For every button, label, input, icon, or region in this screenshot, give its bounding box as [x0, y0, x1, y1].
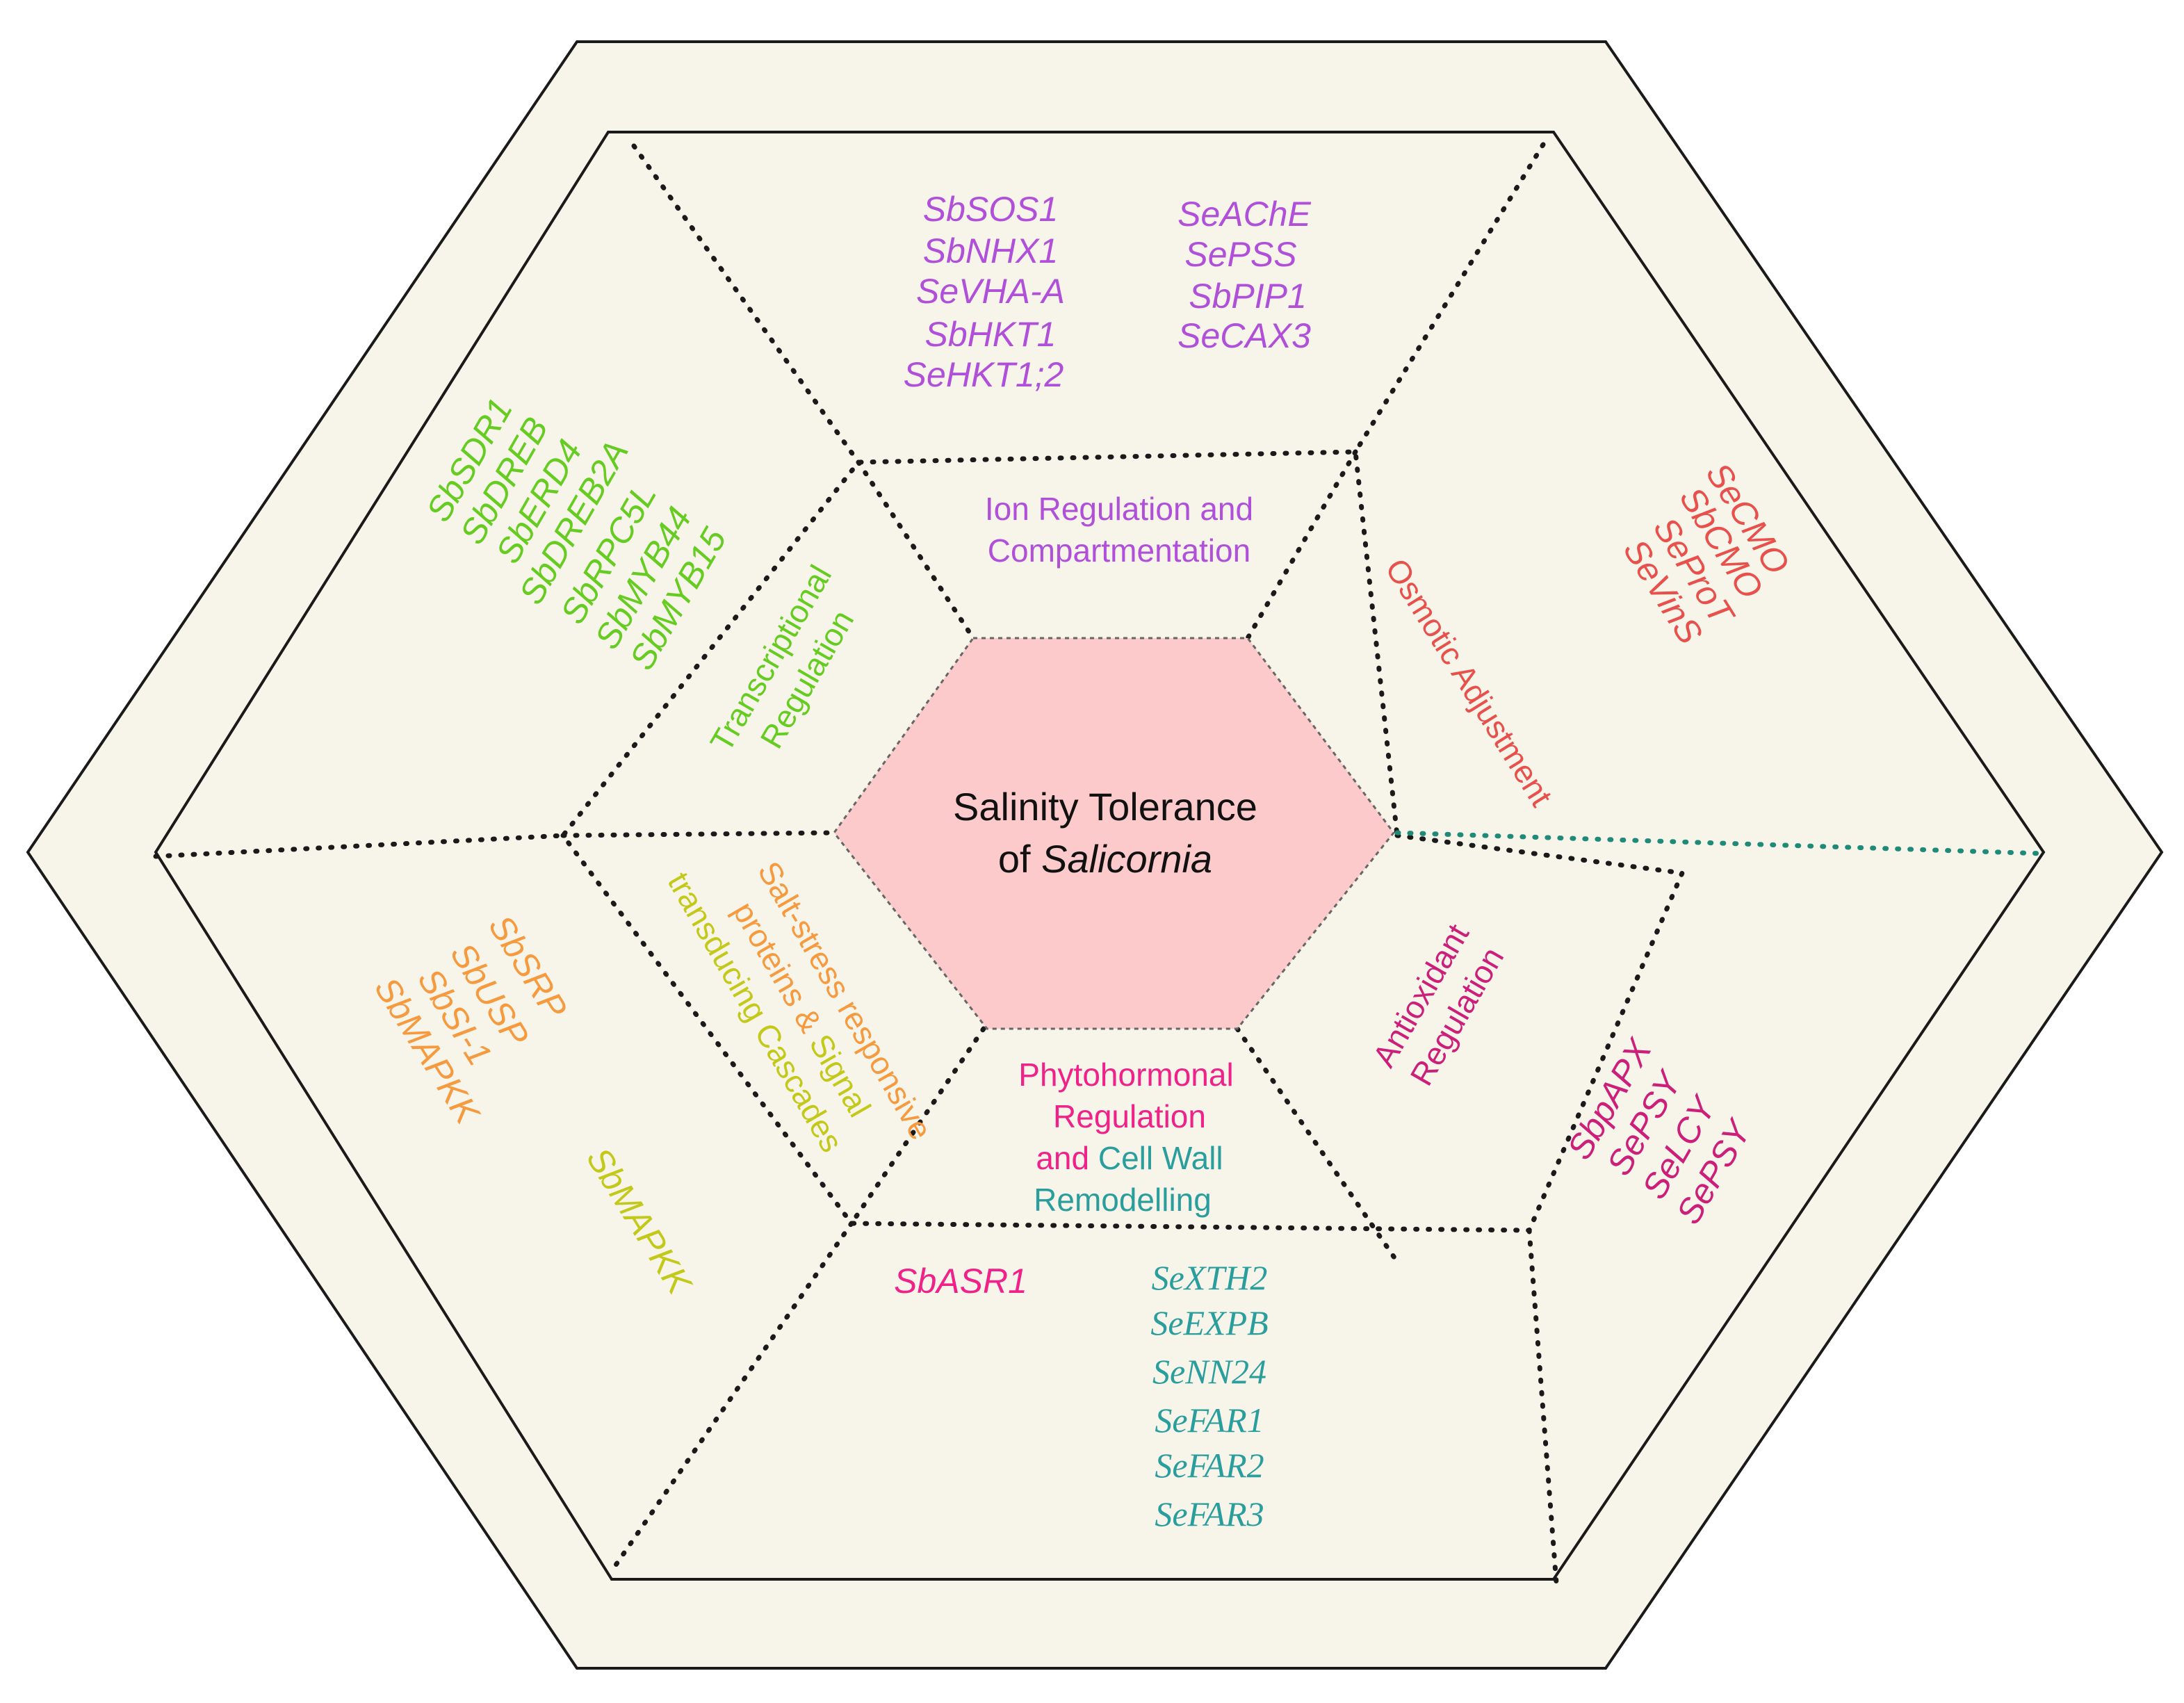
connector-bottom-right	[1234, 1026, 1400, 1264]
gene: SeFAR1	[1155, 1401, 1264, 1440]
middle-ring	[560, 449, 1686, 1233]
connector-top-left	[856, 459, 976, 641]
gene: SeFAR3	[1155, 1494, 1264, 1533]
gene: SeHKT1;2	[904, 355, 1064, 394]
gene: SeVHA-A	[916, 272, 1065, 311]
spoke-top-left	[631, 143, 861, 465]
transcriptional-genes: SbSDR1 SbDREB SbERD4 SbDREB2A SbRPC5L Sb…	[418, 391, 734, 676]
phytohormonal-label-line1: Phytohormonal	[1018, 1057, 1233, 1093]
gene: SeAChE	[1177, 195, 1311, 234]
center-subtitle-prefix: of	[998, 837, 1041, 881]
center-hexagon	[833, 637, 1395, 1030]
phytohormonal-label-line3: and Cell Wall	[1036, 1140, 1223, 1176]
gene: SeNN24	[1152, 1352, 1266, 1391]
connector-left	[560, 830, 837, 838]
spoke-bottom-left	[609, 1221, 854, 1574]
center-subtitle: of Salicornia	[998, 837, 1212, 881]
gene: SbPIP1	[1189, 277, 1307, 316]
phytohormonal-category-label: Phytohormonal Regulation and Cell Wall R…	[1018, 1057, 1233, 1218]
spoke-left	[153, 833, 566, 859]
ion-label-line1: Ion Regulation and	[985, 491, 1253, 527]
ion-genes-left: SbSOS1 SbNHX1 SeVHA-A SbHKT1 SeHKT1;2	[904, 190, 1065, 394]
gene: SeEXPB	[1150, 1303, 1268, 1342]
ion-genes-right: SeAChE SePSS SbPIP1 SeCAX3	[1177, 195, 1311, 355]
spoke-top-right	[1353, 142, 1546, 455]
ion-category-label: Ion Regulation and Compartmentation	[985, 491, 1253, 569]
center-title-line1: Salinity Tolerance	[953, 785, 1257, 829]
cell-wall-genes: SeXTH2 SeEXPB SeNN24 SeFAR1 SeFAR2 SeFAR…	[1150, 1258, 1268, 1533]
spoke-bottom-right	[1526, 1228, 1560, 1595]
phytohormonal-label-line2: Regulation	[1053, 1098, 1206, 1134]
connector-top-right	[1245, 449, 1358, 641]
cellwall-label-line4: Remodelling	[1034, 1182, 1212, 1218]
phytohormonal-genes: SbASR1	[894, 1262, 1027, 1301]
gene: SeCAX3	[1177, 316, 1311, 355]
gene: SbNHX1	[923, 231, 1059, 270]
gene: SbSOS1	[923, 190, 1059, 229]
teal-divider	[1394, 830, 2046, 856]
dotted-dividers	[153, 142, 1686, 1595]
gene: SeFAR2	[1155, 1446, 1264, 1485]
gene: SePSS	[1184, 235, 1296, 274]
gene: SeXTH2	[1152, 1258, 1268, 1297]
center-subtitle-genus: Salicornia	[1041, 837, 1212, 881]
center-title: Salinity Tolerance	[953, 785, 1257, 829]
gene: SbHKT1	[925, 315, 1057, 354]
ion-label-line2: Compartmentation	[988, 532, 1250, 569]
connector-bottom-left	[849, 1026, 986, 1226]
phytohormonal-label-and: and	[1036, 1140, 1089, 1176]
gene: SbASR1	[894, 1262, 1027, 1301]
cellwall-label-part: Cell Wall	[1098, 1140, 1223, 1176]
